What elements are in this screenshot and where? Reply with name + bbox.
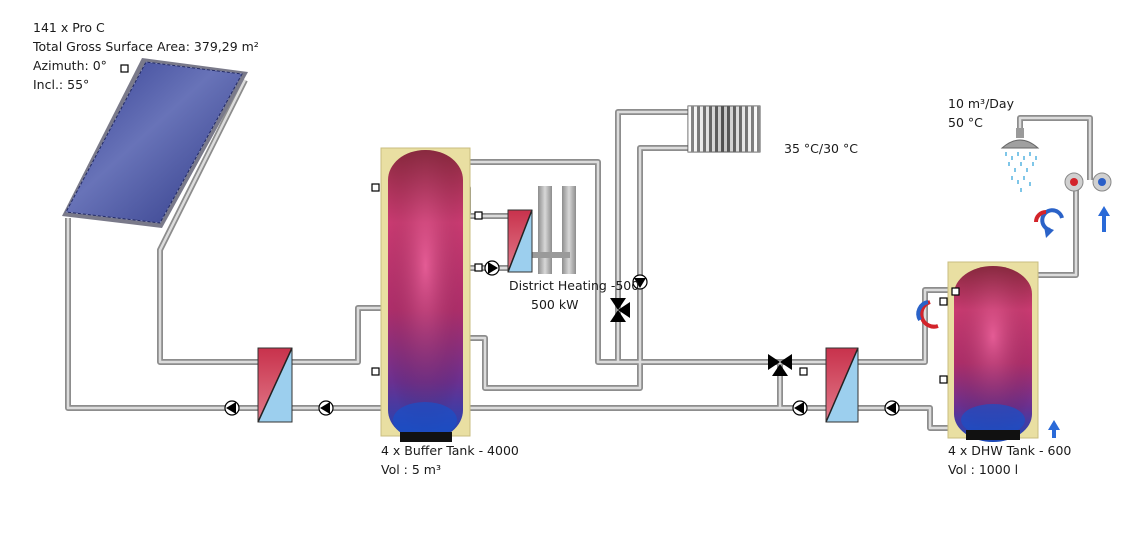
circulation-loop-icon[interactable] <box>1034 208 1064 238</box>
heat-exchanger-solar[interactable] <box>257 347 293 423</box>
district-heating-label: District Heating -500 500 kW <box>509 276 639 314</box>
dhw-sensor-upper-icon[interactable] <box>951 287 960 296</box>
district-heating-name: District Heating -500 <box>509 278 640 293</box>
three-way-valve-heating-icon[interactable] <box>610 298 630 322</box>
shower-head-icon[interactable] <box>1000 128 1040 192</box>
three-way-valve-dhw-icon[interactable] <box>768 354 808 376</box>
collector-inclination: Incl.: 55° <box>33 77 90 92</box>
dhw-sensor-top-icon[interactable] <box>939 297 948 306</box>
dhw-tank-volume: Vol : 1000 l <box>948 462 1019 477</box>
hot-tap-icon[interactable] <box>1064 172 1084 192</box>
cold-water-inlet-arrow-icon <box>1098 206 1110 232</box>
dhw-tank[interactable] <box>947 261 1039 442</box>
buffer-tank-name: 4 x Buffer Tank - 4000 <box>381 443 519 458</box>
district-heating-power: 500 kW <box>531 297 579 312</box>
pump-dhw-secondary-icon[interactable] <box>884 400 900 416</box>
pump-buffer-charge-icon[interactable] <box>318 400 334 416</box>
dhw-tank-name: 4 x DHW Tank - 600 <box>948 443 1072 458</box>
radiator[interactable] <box>687 105 761 153</box>
collector-label: 141 x Pro C Total Gross Surface Area: 37… <box>33 18 259 94</box>
pump-heating-circuit-icon[interactable] <box>632 274 648 290</box>
dhw-consumption-temp: 50 °C <box>948 115 983 130</box>
pump-district-heating-icon[interactable] <box>484 260 500 276</box>
buffer-tank-label: 4 x Buffer Tank - 4000 Vol : 5 m³ <box>381 441 519 479</box>
cold-tap-icon[interactable] <box>1092 172 1112 192</box>
collector-sensor-icon[interactable] <box>120 64 129 73</box>
pump-dhw-primary-icon[interactable] <box>792 400 808 416</box>
radiator-temps: 35 °C/30 °C <box>784 141 858 156</box>
dhw-sensor-mid-icon[interactable] <box>939 375 948 384</box>
solar-collector[interactable] <box>62 58 248 228</box>
collector-type: 141 x Pro C <box>33 20 105 35</box>
buffer-tank[interactable] <box>380 147 471 442</box>
dhw-cold-inlet-arrow-icon <box>1048 420 1060 438</box>
dhw-consumption-flow: 10 m³/Day <box>948 96 1014 111</box>
heat-exchanger-dhw[interactable] <box>825 347 859 423</box>
buffer-sensor-bottom-icon[interactable] <box>371 367 380 376</box>
collector-azimuth: Azimuth: 0° <box>33 58 107 73</box>
district-heating-unit[interactable] <box>507 186 576 274</box>
buffer-sensor-top-icon[interactable] <box>371 183 380 192</box>
buffer-tank-volume: Vol : 5 m³ <box>381 462 441 477</box>
pump-collector-return-icon[interactable] <box>224 400 240 416</box>
pipes <box>65 78 1093 431</box>
buffer-sensor-dh2-icon[interactable] <box>474 263 483 272</box>
collector-area: Total Gross Surface Area: 379,29 m² <box>33 39 259 54</box>
dhw-tank-label: 4 x DHW Tank - 600 Vol : 1000 l <box>948 441 1071 479</box>
dhw-circulation-icon[interactable] <box>916 300 939 329</box>
buffer-sensor-dh-icon[interactable] <box>474 211 483 220</box>
dhw-consumption-label: 10 m³/Day 50 °C <box>948 94 1014 132</box>
